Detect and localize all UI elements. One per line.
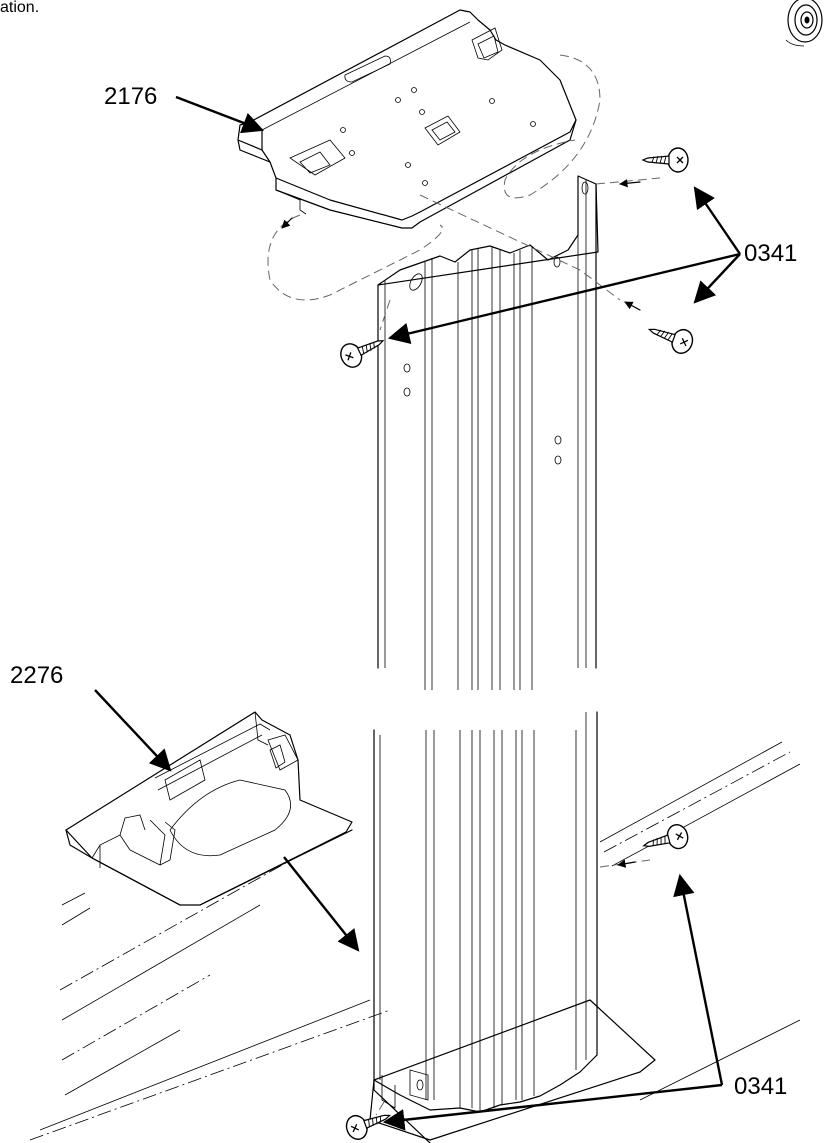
- screw-icon: [644, 317, 697, 357]
- top-bracket-2176: [237, 9, 577, 229]
- dashed-guides: [267, 54, 661, 1116]
- screw-icon: [642, 147, 689, 173]
- base-plate: [369, 999, 656, 1143]
- callout-label-2176: 2176: [104, 83, 158, 110]
- screw-icon: [336, 329, 389, 372]
- column-upper: [377, 175, 599, 690]
- rotation-indicator-icon: [785, 0, 823, 47]
- callout-label-0341-lower: 0341: [734, 1073, 788, 1100]
- screw-icon: [639, 821, 692, 858]
- floor-rails: [29, 741, 801, 1141]
- column-lower: [373, 711, 598, 1113]
- guide-arrowheads: [281, 179, 641, 868]
- leader-lines: [94, 95, 741, 1131]
- bottom-bracket-2276: [65, 711, 353, 906]
- callout-label-0341-upper: 0341: [744, 240, 798, 267]
- caption-fragment: ation.: [0, 0, 40, 16]
- callout-label-2276: 2276: [10, 662, 64, 689]
